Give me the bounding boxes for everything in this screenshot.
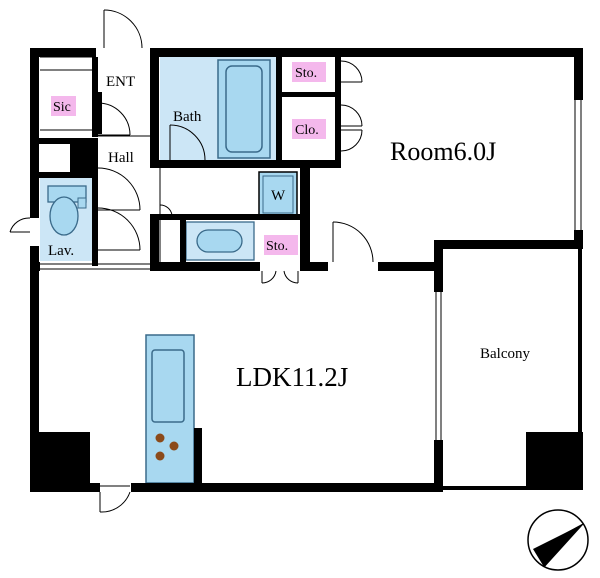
label-sic: Sic — [53, 100, 71, 115]
label-washer: W — [271, 188, 286, 204]
label-storage-mid: Sto. — [266, 239, 288, 254]
stove-icon — [145, 334, 195, 484]
label-lavatory: Lav. — [48, 243, 74, 259]
washer-icon — [258, 171, 298, 218]
compass-icon — [527, 509, 589, 571]
sink-icon — [185, 221, 255, 261]
clo-tag — [292, 119, 326, 139]
sto-top-tag — [292, 62, 326, 82]
label-entrance: ENT — [106, 74, 135, 90]
label-room: Room6.0J — [390, 137, 496, 166]
label-ldk: LDK11.2J — [236, 362, 348, 392]
walls — [30, 48, 583, 492]
sto-mid-tag — [264, 235, 298, 255]
doors — [9, 9, 374, 513]
label-bath: Bath — [173, 109, 202, 125]
label-storage-top: Sto. — [295, 66, 317, 81]
label-closet: Clo. — [295, 123, 319, 138]
sic-tag — [51, 96, 76, 116]
toilet-icon — [47, 185, 87, 236]
bathtub-basin — [225, 65, 263, 153]
label-balcony: Balcony — [480, 346, 530, 362]
label-hall: Hall — [108, 150, 134, 166]
